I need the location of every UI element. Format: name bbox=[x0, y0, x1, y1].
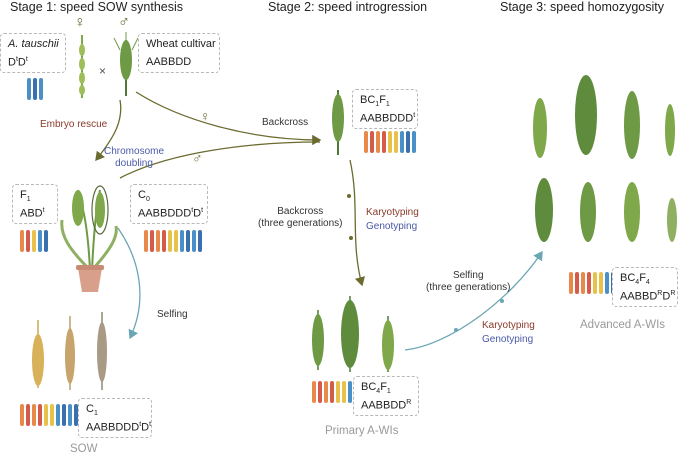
genotyping-2-label: Genotyping bbox=[482, 334, 534, 345]
arrow-wheat-backcross bbox=[135, 91, 322, 146]
f1-plant-icon bbox=[60, 185, 118, 292]
stage-3-title: Stage 3: speed homozygosity bbox=[500, 0, 664, 14]
c0-genome: AABBDDDtDt bbox=[138, 207, 204, 220]
wheat-cultivar-name: Wheat cultivar bbox=[146, 38, 216, 50]
embryo-rescue-label: Embryo rescue bbox=[40, 119, 108, 130]
bc4f4-genome: AABBDRDR bbox=[620, 290, 676, 303]
tauschii-name: A. tauschii bbox=[8, 38, 59, 50]
primary-awis-spikes-icon bbox=[312, 296, 394, 372]
bc4f1-box: BC4F1 AABBDDR bbox=[353, 376, 419, 416]
c0-name: C0 bbox=[138, 189, 150, 204]
c0-box: C0 AABBDDDtDt bbox=[130, 184, 208, 224]
wheat-cultivar-box: Wheat cultivar AABBDD bbox=[138, 33, 220, 73]
karyotyping-label: Karyotyping bbox=[366, 207, 419, 218]
arrow-c0-backcross bbox=[119, 141, 321, 179]
backcross-female-symbol: ♀ bbox=[200, 108, 211, 124]
bc1f1-chromosomes-icon bbox=[364, 131, 416, 153]
c0-chromosomes-icon bbox=[144, 230, 202, 252]
bc4f4-name: BC4F4 bbox=[620, 272, 650, 287]
selfing-label: Selfing bbox=[157, 309, 188, 320]
backcross-dot-1 bbox=[347, 194, 351, 198]
tauschii-chromosomes-icon bbox=[27, 78, 43, 100]
karyotyping-2-label: Karyotyping bbox=[482, 320, 535, 331]
primary-awis-caption: Primary A-WIs bbox=[325, 425, 399, 437]
female-symbol: ♀ bbox=[74, 14, 86, 31]
selfing-three-generations-label: Selfing (three generations) bbox=[426, 270, 511, 293]
wheat-cultivar-genome: AABBDD bbox=[146, 56, 192, 68]
sow-caption: SOW bbox=[70, 443, 98, 455]
c1-chromosomes-icon bbox=[20, 404, 78, 426]
stage-1-title: Stage 1: speed SOW synthesis bbox=[10, 0, 184, 14]
tauschii-spike-icon bbox=[79, 35, 85, 98]
backcross-three-generations-label: Backcross (three generations) bbox=[258, 206, 343, 229]
backcross-male-symbol: ♂ bbox=[192, 150, 203, 166]
male-symbol: ♂ bbox=[118, 14, 130, 31]
arrow-tauschii-to-f1 bbox=[95, 99, 122, 162]
selfing-dot-2 bbox=[500, 299, 504, 303]
bc4f4-chromosomes-icon bbox=[569, 272, 615, 294]
c1-name: C1 bbox=[86, 403, 98, 418]
wheat-cultivar-spike-icon bbox=[113, 32, 139, 96]
c1-box: C1 AABBDDDtDt bbox=[78, 398, 152, 438]
arrow-selfing-three bbox=[404, 250, 543, 351]
backcross-label: Backcross bbox=[262, 117, 309, 128]
selfing-dot-1 bbox=[454, 328, 458, 332]
stage-2-title: Stage 2: speed introgression bbox=[268, 0, 428, 14]
advanced-awis-spikes-icon bbox=[533, 75, 677, 242]
f1-genome: ABDt bbox=[20, 207, 45, 220]
c1-genome: AABBDDDtDt bbox=[86, 421, 152, 434]
chromosome-doubling-label: Chromosome doubling bbox=[104, 146, 165, 169]
arrow-selfing-c1 bbox=[117, 227, 141, 340]
genotyping-label: Genotyping bbox=[366, 221, 418, 232]
backcross-dot-2 bbox=[349, 236, 353, 240]
bc1f1-box: BC1F1 AABBDDDt bbox=[352, 89, 418, 129]
bc4f1-chromosomes-icon bbox=[312, 381, 358, 403]
bc4f4-box: BC4F4 AABBDRDR bbox=[612, 267, 678, 307]
arrow-backcross-three bbox=[349, 159, 366, 287]
tauschii-box: A. tauschii DtDt bbox=[0, 33, 66, 73]
tauschii-genome: DtDt bbox=[8, 56, 28, 69]
bc1f1-spike-icon bbox=[332, 90, 344, 155]
bc1f1-name: BC1F1 bbox=[360, 94, 390, 109]
bc1f1-genome: AABBDDDt bbox=[360, 112, 416, 125]
advanced-awis-caption: Advanced A-WIs bbox=[580, 319, 666, 331]
bc4f1-genome: AABBDDR bbox=[361, 399, 412, 412]
bc4f1-name: BC4F1 bbox=[361, 381, 391, 396]
f1-name: F1 bbox=[20, 189, 31, 204]
sow-spikes-icon bbox=[32, 312, 107, 390]
cross-symbol: × bbox=[99, 64, 107, 78]
f1-box: F1 ABDt bbox=[12, 184, 58, 224]
f1-chromosomes-icon bbox=[20, 230, 48, 252]
